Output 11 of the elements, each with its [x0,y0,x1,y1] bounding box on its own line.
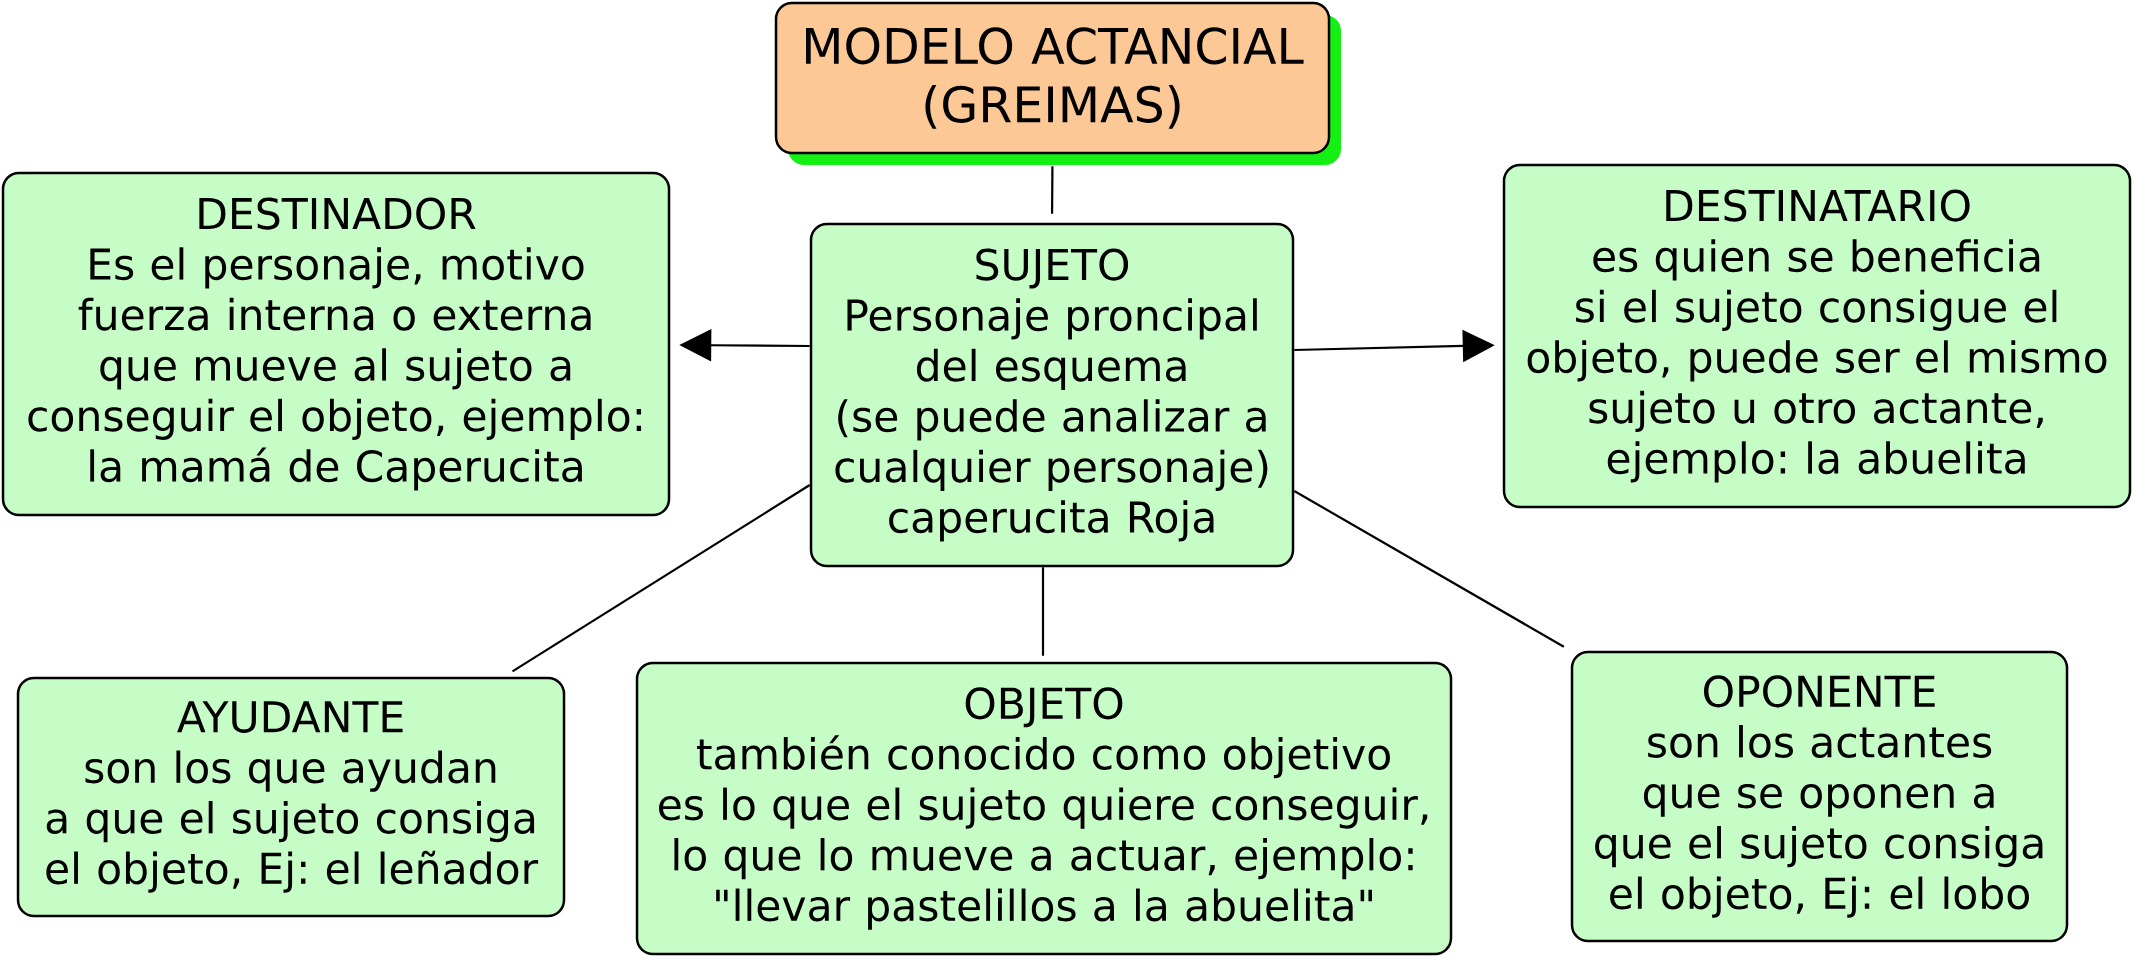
connector-line [1293,490,1565,648]
connector-line [511,484,811,673]
concept-box: OPONENTE son los actantes que se oponen a que el sujeto consiga el objeto, Ej: el lobo [1570,650,2069,943]
title-box: MODELO ACTANCIAL (GREIMAS) [774,1,1341,165]
connector-line [1051,166,1054,214]
concept-box: AYUDANTE son los que ayudan a que el sujeto consiga el objeto, Ej: el leñador [16,676,566,918]
concept-box: DESTINADOR Es el personaje, motivo fuerza interna o externa que mueve al sujeto a conseguir el objeto, ejemplo: la mamá de Caperucita [1,171,671,517]
concept-box: DESTINATARIO es quien se beneficia si el sujeto consigue el objeto, puede ser el mismo sujeto u otro actante, ejemplo: la abuelita [1502,163,2132,509]
concept-box: OBJETO también conocido como objetivo es lo que el sujeto quiere conseguir, lo que lo mueve a actuar, ejemplo: "llevar pastelillos a la abuelita" [635,661,1453,956]
concept-box: SUJETO Personaje proncipal del esquema (se puede analizar a cualquier personaje) caperucita Roja [809,222,1295,568]
connector-line [1041,567,1045,656]
